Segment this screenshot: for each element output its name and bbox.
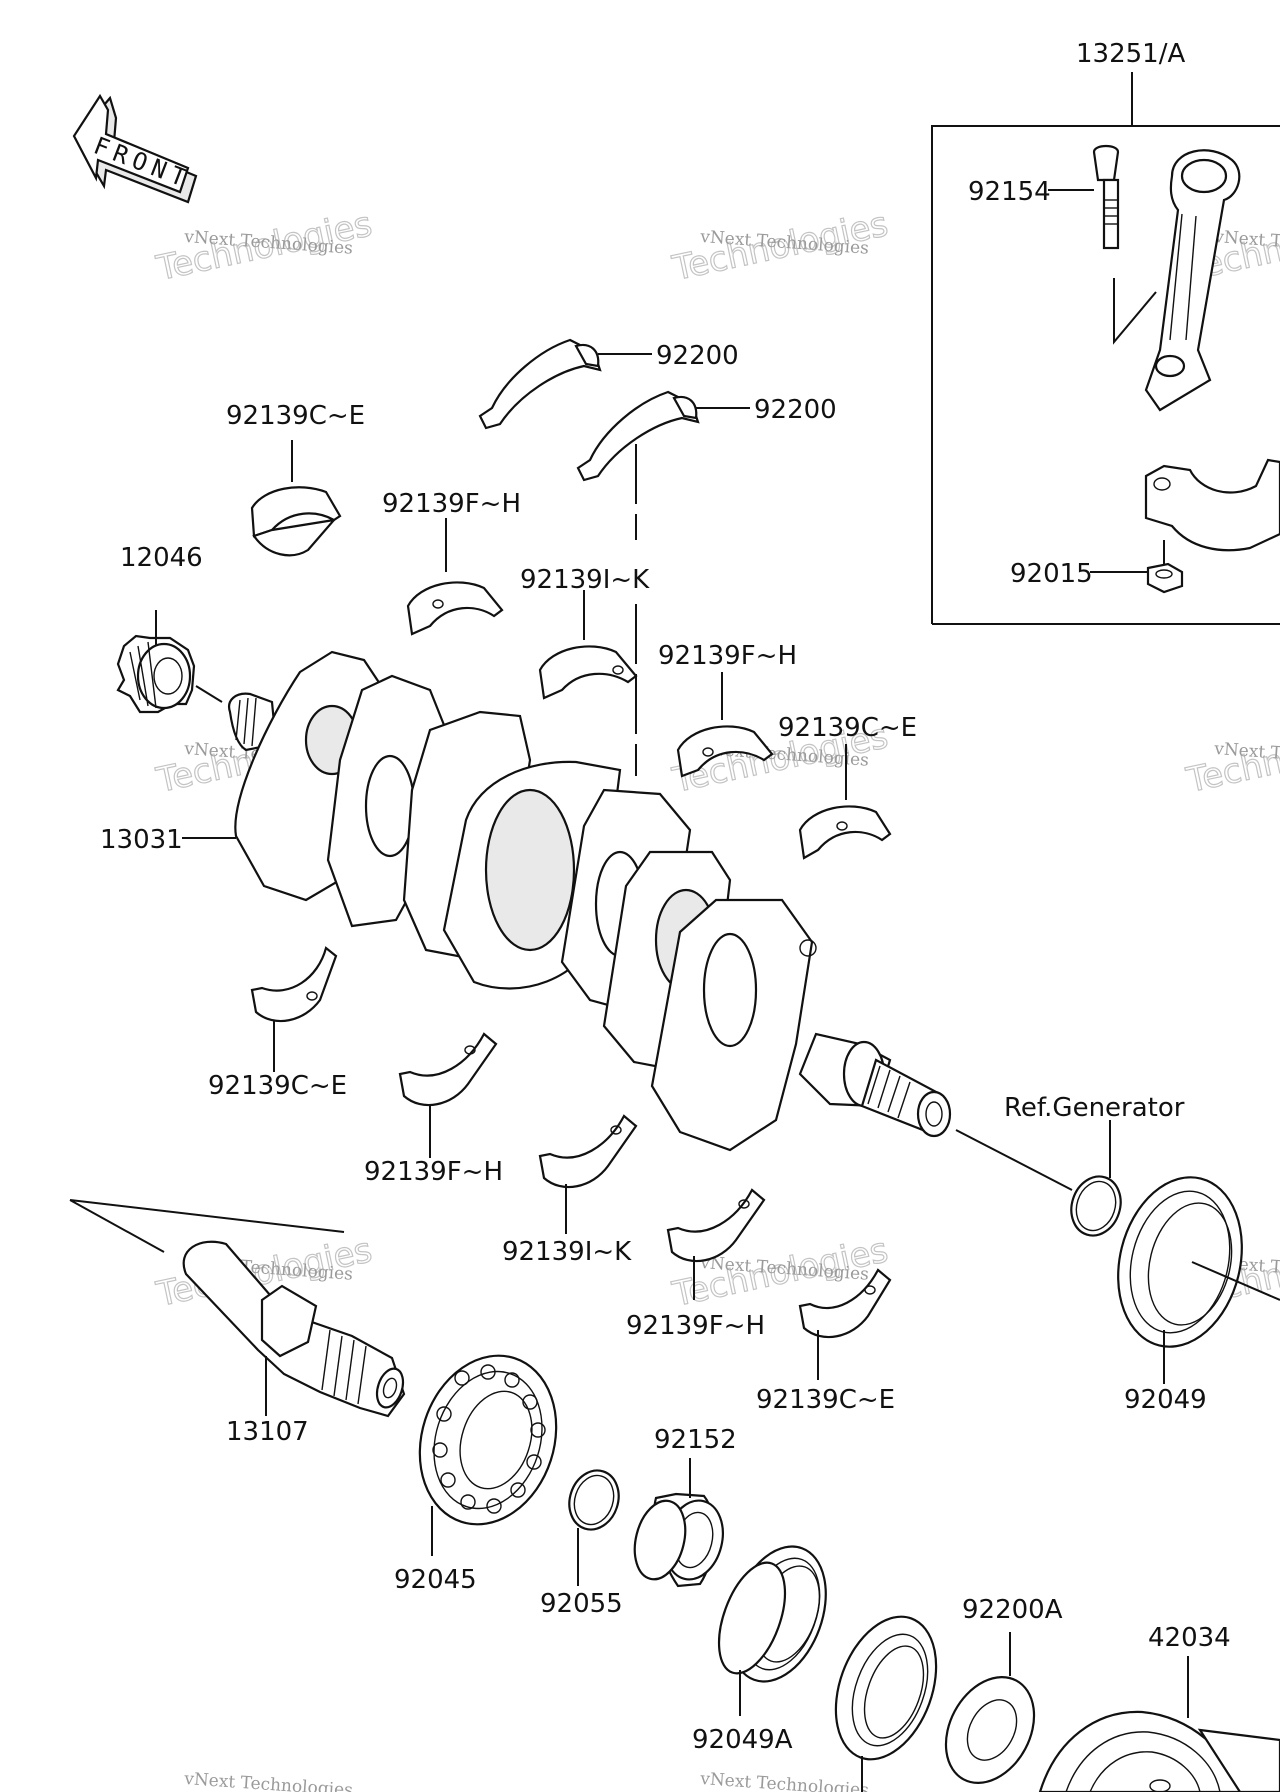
bearing-shell bbox=[798, 1268, 892, 1339]
oil-seal-icon bbox=[717, 1545, 827, 1683]
part-label: 92139I~K bbox=[520, 565, 650, 595]
watermark-text: vNext Technologies bbox=[699, 1769, 870, 1792]
bearing-shell bbox=[666, 1188, 766, 1263]
crankshaft-icon bbox=[228, 650, 952, 1152]
part-label: 92139F~H bbox=[626, 1311, 765, 1341]
thrust-washer bbox=[478, 338, 602, 430]
connecting-rod-assembly: 13251/A 92154 92015 bbox=[931, 39, 1280, 625]
part-label: 92200A bbox=[962, 1595, 1063, 1625]
part-label: 92045 bbox=[394, 1565, 477, 1595]
connecting-rod-icon bbox=[1144, 149, 1241, 412]
bearing-shell bbox=[676, 725, 774, 778]
o-ring-icon bbox=[1070, 1175, 1122, 1237]
part-label: 13107 bbox=[226, 1417, 309, 1447]
part-label: 92139C~E bbox=[208, 1071, 347, 1101]
part-label: Ref.Generator bbox=[1004, 1093, 1185, 1123]
part-label: 92154 bbox=[968, 177, 1051, 207]
bearing-shell bbox=[406, 581, 504, 636]
connecting-rod-cap-icon bbox=[1144, 458, 1280, 552]
front-arrow-icon: FRONT bbox=[72, 93, 198, 204]
bearing-shell bbox=[398, 1032, 498, 1107]
part-label: 12046 bbox=[120, 543, 203, 573]
bearing-shell bbox=[538, 645, 638, 700]
snap-ring-icon bbox=[568, 1469, 620, 1531]
part-label: 92139C~E bbox=[778, 713, 917, 743]
part-label: 92049A bbox=[692, 1725, 793, 1755]
crankshaft-gear-icon bbox=[116, 634, 196, 714]
bearing-shell bbox=[538, 1114, 638, 1189]
part-label: 92152 bbox=[654, 1425, 737, 1455]
part-label: 92015 bbox=[1010, 559, 1093, 589]
part-label: 92200 bbox=[754, 395, 837, 425]
part-label: 92139F~H bbox=[658, 641, 797, 671]
shaft-icon bbox=[182, 1240, 406, 1418]
part-label: 42034 bbox=[1148, 1623, 1231, 1653]
pulley-icon bbox=[1038, 1710, 1280, 1792]
part-label: 92139I~K bbox=[502, 1237, 632, 1267]
part-label: 92139F~H bbox=[382, 489, 521, 519]
washer-icon bbox=[944, 1676, 1036, 1784]
part-label: 92200 bbox=[656, 341, 739, 371]
part-label: 13251/A bbox=[1076, 39, 1185, 69]
part-label: 92049 bbox=[1124, 1385, 1207, 1415]
connecting-rod-nut-icon bbox=[1146, 562, 1184, 594]
part-label: 13031 bbox=[100, 825, 183, 855]
bearing-shell bbox=[798, 805, 892, 860]
part-label: 92055 bbox=[540, 1589, 623, 1619]
oil-seal-icon bbox=[1117, 1176, 1243, 1348]
watermark-text: vNext Technologies bbox=[183, 1769, 354, 1792]
part-label: 92139C~E bbox=[756, 1385, 895, 1415]
seal-ring-icon bbox=[834, 1615, 938, 1761]
connecting-rod-bolt-icon bbox=[1092, 144, 1120, 250]
part-label: 92139F~H bbox=[364, 1157, 503, 1187]
roller-bearing-icon bbox=[418, 1354, 558, 1526]
collar-icon bbox=[633, 1492, 724, 1588]
bearing-shell bbox=[250, 946, 338, 1023]
thrust-washer bbox=[576, 390, 700, 482]
bearing-shell bbox=[250, 486, 342, 557]
part-label: 92139C~E bbox=[226, 401, 365, 431]
